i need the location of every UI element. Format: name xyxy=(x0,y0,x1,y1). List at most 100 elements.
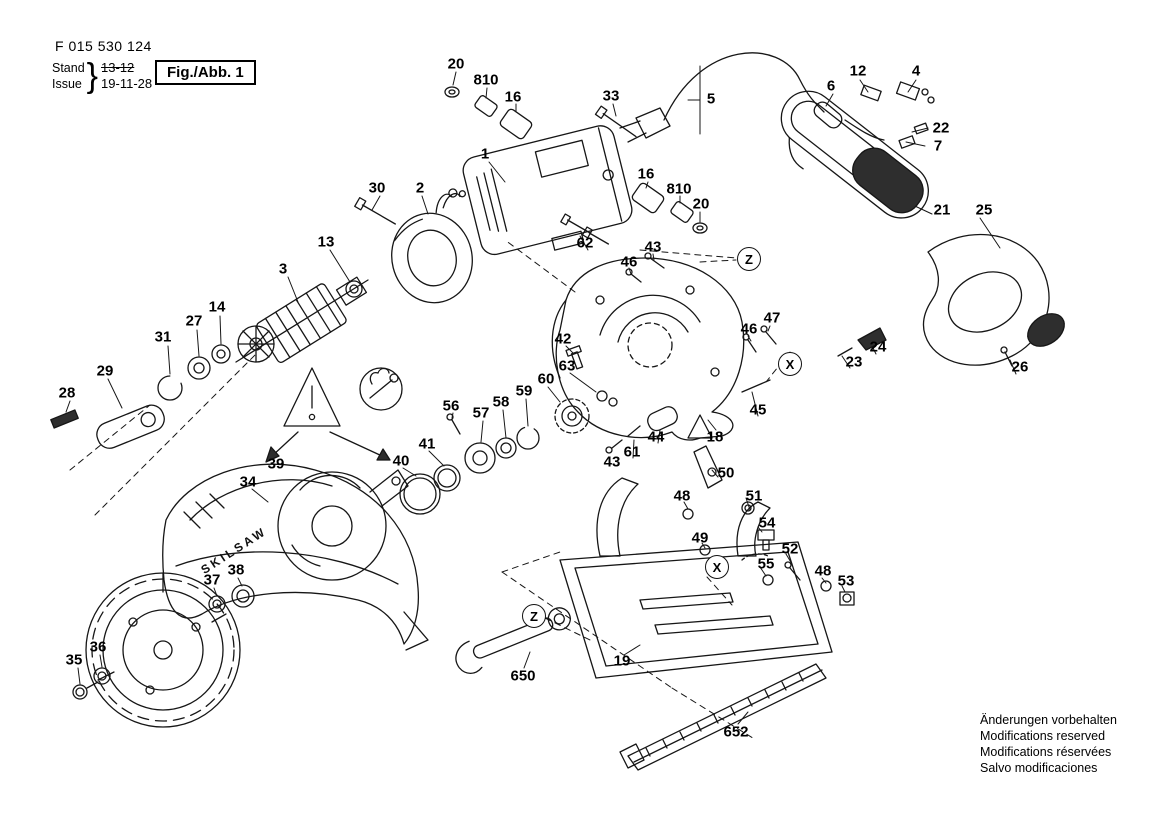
issue-date: 19-11-28 xyxy=(101,76,153,91)
brace-glyph: } xyxy=(86,57,99,95)
stand-label: Stand xyxy=(52,61,85,75)
part-callout-652: 652 xyxy=(723,723,749,741)
part-callout-16: 16 xyxy=(637,165,655,183)
part-callout-61: 61 xyxy=(623,443,641,461)
part-callout-44: 44 xyxy=(647,428,665,446)
part-callout-23: 23 xyxy=(845,353,863,371)
part-callout-33: 33 xyxy=(602,87,620,105)
part-callout-19: 19 xyxy=(613,652,631,670)
old-issue-date: 13-12 xyxy=(101,60,135,75)
part-callout-51: 51 xyxy=(745,487,763,505)
part-callout-26: 26 xyxy=(1011,358,1029,376)
part-callout-53: 53 xyxy=(837,572,855,590)
part-callout-58: 58 xyxy=(492,393,510,411)
part-callout-46: 46 xyxy=(620,253,638,271)
part-callout-2: 2 xyxy=(415,179,425,197)
part-callout-27: 27 xyxy=(185,312,203,330)
assembly-ref-Z: Z xyxy=(522,604,546,628)
part-callout-60: 60 xyxy=(537,370,555,388)
stand-issue-block: Stand Issue } 13-12 19-11-28 xyxy=(52,57,153,95)
part-callout-6: 6 xyxy=(826,77,836,95)
footer-line-en: Modifications reserved xyxy=(980,729,1106,743)
part-callout-38: 38 xyxy=(227,561,245,579)
part-callout-39: 39 xyxy=(267,455,285,473)
part-callout-43: 43 xyxy=(603,453,621,471)
part-callout-55: 55 xyxy=(757,555,775,573)
part-callout-49: 49 xyxy=(691,529,709,547)
brush-parts-drawing xyxy=(354,86,708,283)
part-callout-20: 20 xyxy=(447,55,465,73)
motor-housing-drawing xyxy=(462,125,633,256)
assembly-ref-Z: Z xyxy=(737,247,761,271)
part-callout-24: 24 xyxy=(869,338,887,356)
part-callout-36: 36 xyxy=(89,638,107,656)
part-callout-54: 54 xyxy=(758,514,776,532)
gloves-icon xyxy=(359,367,403,411)
part-callout-21: 21 xyxy=(933,201,951,219)
leader-lines xyxy=(65,65,1017,725)
lower-guard-drawing: SKILSAW xyxy=(162,463,429,651)
part-callout-63: 63 xyxy=(558,357,576,375)
armature-drawing xyxy=(235,276,369,363)
part-callout-52: 52 xyxy=(781,540,799,558)
rear-handle-drawing xyxy=(837,233,1065,367)
part-callout-30: 30 xyxy=(368,179,386,197)
footer-line-de: Änderungen vorbehalten xyxy=(980,713,1117,727)
assembly-ref-X: X xyxy=(705,555,729,579)
upper-guard-drawing xyxy=(551,257,745,441)
part-callout-50: 50 xyxy=(717,464,735,482)
part-callout-48: 48 xyxy=(814,562,832,580)
issue-label: Issue xyxy=(52,77,82,91)
part-callout-35: 35 xyxy=(65,651,83,669)
stator-drawing xyxy=(391,188,473,304)
figure-label: Fig./Abb. 1 xyxy=(155,60,256,85)
part-callout-41: 41 xyxy=(418,435,436,453)
inner-guard-drawing xyxy=(277,464,461,581)
part-callout-22: 22 xyxy=(932,119,950,137)
saw-blade-drawing xyxy=(72,572,241,728)
part-callout-12: 12 xyxy=(849,62,867,80)
part-callout-56: 56 xyxy=(442,397,460,415)
wrench-drawing xyxy=(455,607,571,674)
part-callout-47: 47 xyxy=(763,309,781,327)
part-callout-29: 29 xyxy=(96,362,114,380)
part-callout-46: 46 xyxy=(740,320,758,338)
part-callout-13: 13 xyxy=(317,233,335,251)
part-callout-7: 7 xyxy=(933,137,943,155)
part-callout-43: 43 xyxy=(644,238,662,256)
part-callout-14: 14 xyxy=(208,298,226,316)
part-callout-62: 62 xyxy=(576,234,594,252)
main-handle-drawing xyxy=(780,90,929,219)
footer-line-fr: Modifications réservées xyxy=(980,745,1112,759)
part-callout-650: 650 xyxy=(510,667,536,685)
part-callout-28: 28 xyxy=(58,384,76,402)
footer-notes: Änderungen vorbehalten Modifications res… xyxy=(980,712,1117,776)
spindle-parts-drawing xyxy=(446,325,777,474)
part-callout-48: 48 xyxy=(673,487,691,505)
ruler-drawing xyxy=(619,663,827,771)
part-callout-59: 59 xyxy=(515,382,533,400)
assembly-ref-X: X xyxy=(778,352,802,376)
power-cord-drawing xyxy=(619,52,935,149)
left-small-parts-drawing xyxy=(50,280,363,449)
footer-line-es: Salvo modificaciones xyxy=(980,761,1098,775)
part-callout-18: 18 xyxy=(706,428,724,446)
part-callout-16: 16 xyxy=(504,88,522,106)
part-callout-57: 57 xyxy=(472,404,490,422)
part-callout-810: 810 xyxy=(666,180,692,198)
base-plate-drawing xyxy=(559,445,855,679)
warning-symbols xyxy=(265,367,403,463)
part-number: F 015 530 124 xyxy=(55,38,152,54)
part-callout-34: 34 xyxy=(239,473,257,491)
part-callout-20: 20 xyxy=(692,195,710,213)
part-callout-810: 810 xyxy=(473,71,499,89)
part-callout-5: 5 xyxy=(706,90,716,108)
part-callout-42: 42 xyxy=(554,330,572,348)
part-callout-31: 31 xyxy=(154,328,172,346)
part-callout-1: 1 xyxy=(480,145,490,163)
part-callout-3: 3 xyxy=(278,260,288,278)
part-callout-4: 4 xyxy=(911,62,921,80)
part-callout-45: 45 xyxy=(749,401,767,419)
